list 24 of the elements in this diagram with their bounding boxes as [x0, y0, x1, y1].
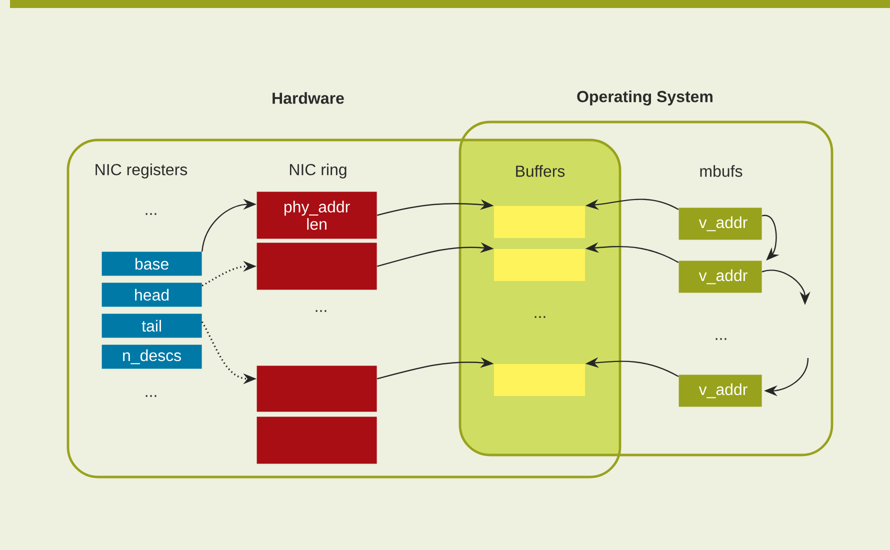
register-box: base: [102, 252, 202, 276]
ring-descriptor-box: [256, 416, 377, 464]
mbuf-box: v_addr: [678, 374, 762, 407]
mbuf-box: v_addr: [678, 260, 762, 293]
ellipsis: ...: [534, 316, 546, 318]
buffer-box: [494, 206, 585, 238]
ellipsis: ...: [146, 213, 156, 215]
ellipsis: ...: [716, 338, 726, 340]
node-label: Hardware: [272, 92, 344, 104]
ring-descriptor-box: [256, 242, 377, 290]
register-box: head: [102, 282, 202, 307]
register-box: tail: [102, 314, 202, 338]
buffer-box: [494, 249, 585, 281]
mbuf-box: v_addr: [678, 208, 762, 240]
node-label: Operating System: [577, 90, 712, 106]
column-heading: NIC registers: [96, 164, 188, 178]
register-box: n_descs: [102, 344, 202, 369]
ring-descriptor-box: phy_addr len: [256, 192, 377, 239]
column-heading: Buffers: [516, 165, 565, 177]
ellipsis: ...: [316, 310, 326, 312]
ellipsis: ...: [146, 395, 156, 397]
buffer-box: [494, 364, 585, 396]
ring-descriptor-box: [256, 366, 377, 412]
column-heading: mbufs: [700, 165, 742, 177]
